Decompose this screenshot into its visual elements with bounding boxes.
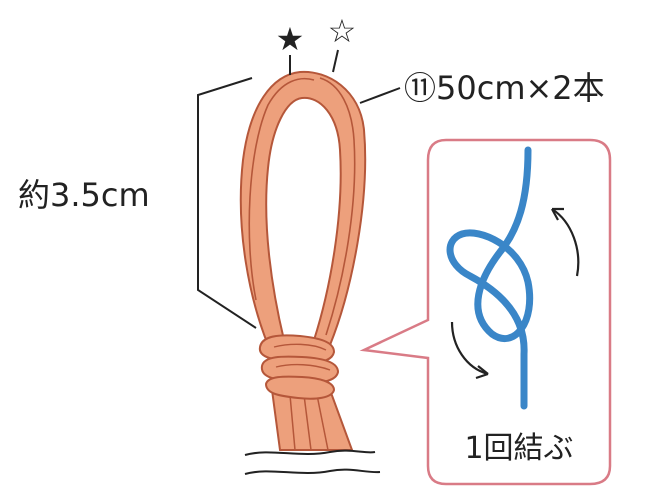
cut-line [244, 449, 376, 456]
cord-end-line [303, 394, 312, 451]
knot-detail-callout: 1回結ぶ [359, 138, 612, 486]
cord-loop-inner [265, 96, 342, 341]
cord-loop-illustration [239, 70, 367, 451]
cord-knot [258, 334, 340, 400]
length-bracket [197, 77, 257, 329]
cord-spec-label: ⑪50cm×2本 [404, 69, 605, 107]
cord-spec-leader [359, 87, 401, 104]
loop-length-label: 約3.5cm [18, 176, 150, 214]
cord-strand-line [248, 77, 315, 301]
overhand-knot-illustration [446, 146, 534, 410]
cut-line [244, 468, 381, 475]
star-outline-leader [332, 49, 339, 73]
rotation-arrow-icon [450, 321, 489, 380]
cord-end-line [289, 394, 296, 451]
star-filled-icon: ★ [276, 20, 305, 58]
knot-caption: 1回結ぶ [464, 431, 573, 466]
cord-end-line [316, 394, 329, 451]
star-outline-icon: ☆ [328, 12, 357, 50]
callout-bubble [359, 138, 612, 486]
cord-strand-line [319, 77, 356, 336]
rotation-arrow-icon [551, 207, 580, 277]
